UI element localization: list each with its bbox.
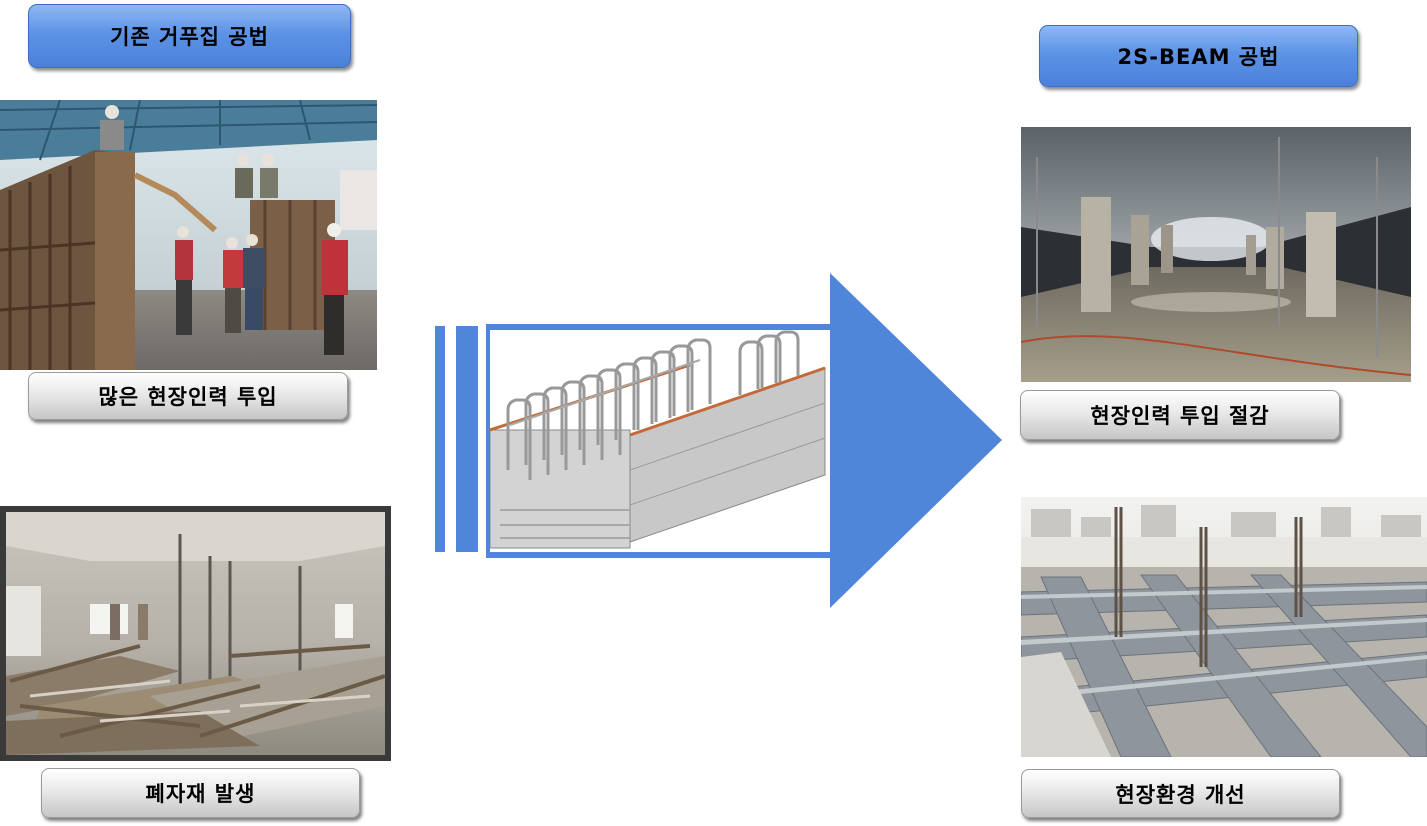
many-workers-caption-label: 많은 현장인력 투입 <box>98 385 278 409</box>
workers-reduction-caption-label: 현장인력 투입 절감 <box>1090 404 1270 428</box>
site-environment-caption-label: 현장환경 개선 <box>1115 782 1246 807</box>
existing-method-header-label: 기존 거푸집 공법 <box>110 25 269 49</box>
waste-generation-caption: 폐자재 발생 <box>41 768 360 818</box>
waste-generation-caption-label: 폐자재 발생 <box>145 782 256 806</box>
workers-reduction-caption: 현장인력 투입 절감 <box>1020 390 1340 440</box>
site-environment-caption: 현장환경 개선 <box>1021 769 1340 818</box>
2s-beam-diagram <box>489 330 830 550</box>
waste-material-photo <box>0 506 391 761</box>
existing-method-header: 기존 거푸집 공법 <box>28 4 351 68</box>
improved-site-photo <box>1021 497 1427 757</box>
2s-beam-method-header: 2S-BEAM 공법 <box>1039 25 1358 87</box>
many-workers-caption: 많은 현장인력 투입 <box>28 372 348 420</box>
reduced-workers-photo <box>1021 127 1411 382</box>
2s-beam-method-header-label: 2S-BEAM 공법 <box>1117 45 1280 69</box>
formwork-workers-photo <box>0 100 377 370</box>
